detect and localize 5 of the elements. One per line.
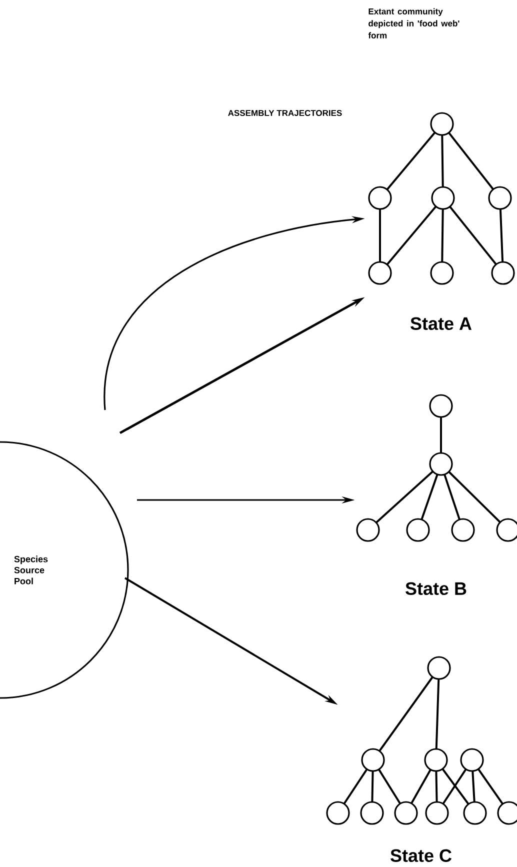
state-label: State B (406, 582, 466, 595)
state-label: State A (410, 317, 472, 330)
state-label: State C (390, 849, 452, 862)
heading-text: ASSEMBLY TRAJECTORIES (228, 110, 342, 116)
note-text: Extant community depicted in 'food web' form (368, 8, 460, 38)
